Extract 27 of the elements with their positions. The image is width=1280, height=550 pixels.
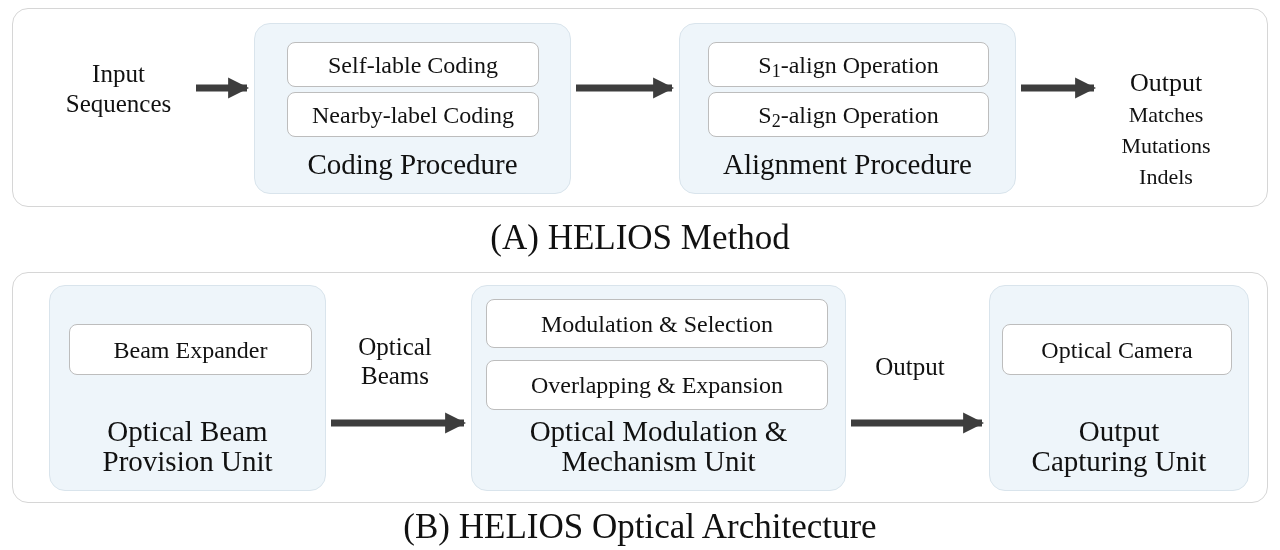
process-box: Nearby-label Coding: [287, 92, 539, 137]
process-box: Self-lable Coding: [287, 42, 539, 87]
group-panel: [471, 285, 846, 491]
output-item: Mutations: [1121, 132, 1211, 160]
group-panel: [49, 285, 326, 491]
panel-frame: [12, 8, 1268, 207]
group-title: Output Capturing Unit: [1030, 416, 1208, 476]
group-title: Coding Procedure: [306, 149, 519, 179]
input-label: Input Sequences: [46, 57, 191, 121]
output-label: Output: [1129, 67, 1203, 99]
output-item: Matches: [1128, 101, 1204, 129]
group-title: Optical Beam Provision Unit: [101, 416, 274, 476]
group-title: Optical Modulation & Mechanism Unit: [528, 416, 789, 476]
panel-caption: (A) HELIOS Method: [490, 218, 790, 258]
process-box: S$_{1}$-align Operation: [708, 42, 989, 87]
process-box: Overlapping & Expansion: [486, 360, 828, 410]
output-item: Indels: [1139, 163, 1193, 191]
process-box: S$_{2}$-align Operation: [708, 92, 989, 137]
group-title: Alignment Procedure: [722, 149, 973, 179]
group-panel: [254, 23, 571, 194]
process-box: Beam Expander: [69, 324, 312, 375]
panel-frame: [12, 272, 1268, 503]
process-box: Modulation & Selection: [486, 299, 828, 348]
panel-caption: (B) HELIOS Optical Architecture: [403, 507, 877, 547]
process-box: Optical Camera: [1002, 324, 1232, 375]
group-panel: [679, 23, 1016, 194]
group-panel: [989, 285, 1249, 491]
